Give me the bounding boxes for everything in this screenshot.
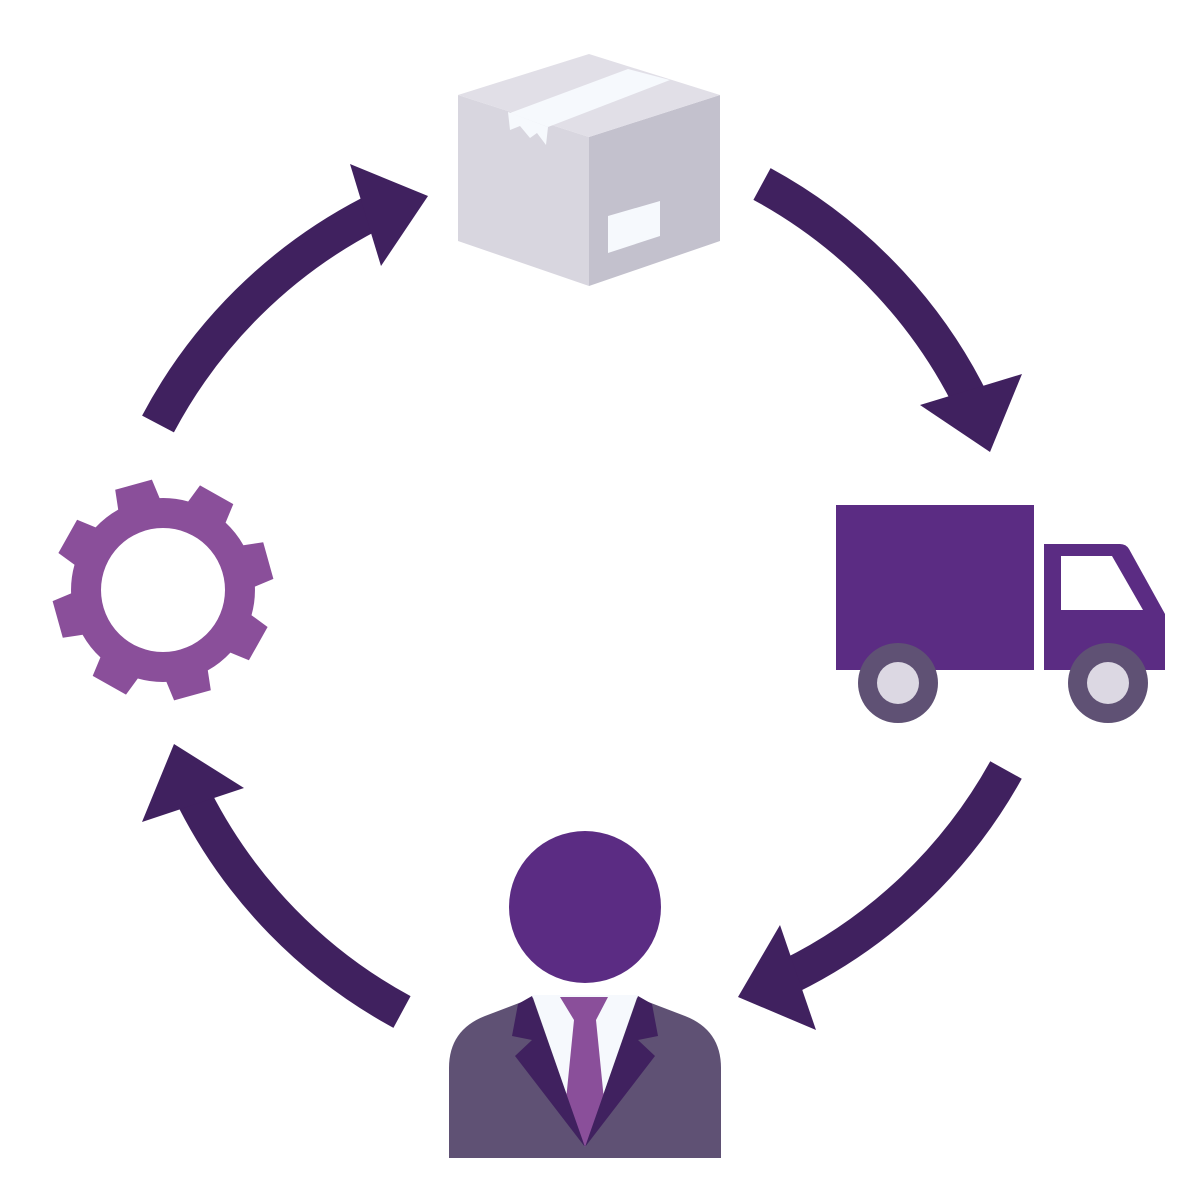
businessman-icon <box>449 831 721 1158</box>
arrow-head <box>142 744 244 822</box>
package-box-icon <box>458 54 720 286</box>
box-left-face <box>458 95 589 286</box>
person-lapel-right <box>585 996 658 1147</box>
truck-rear-hub <box>877 662 919 704</box>
gear-body <box>52 479 274 701</box>
arrow-head <box>350 164 428 266</box>
box-tape-torn <box>508 112 548 145</box>
arrow-processing-to-package <box>142 164 428 433</box>
person-head <box>509 831 661 983</box>
arrow-shaft <box>753 168 997 428</box>
delivery-truck-icon <box>836 505 1165 723</box>
arrow-shaft <box>178 791 411 1028</box>
arrow-head <box>920 374 1022 452</box>
truck-window <box>1061 556 1143 610</box>
arrow-delivery-to-customer <box>738 761 1022 1030</box>
arrow-shaft <box>142 198 379 433</box>
arrow-head <box>738 925 816 1030</box>
person-tie <box>560 997 608 1147</box>
gear-icon <box>52 479 274 701</box>
arrow-shaft <box>782 761 1022 993</box>
arrow-customer-to-processing <box>142 744 411 1028</box>
truck-front-hub <box>1087 662 1129 704</box>
box-label <box>608 201 660 253</box>
cycle-arrows <box>142 164 1022 1030</box>
box-tape-top <box>510 69 670 127</box>
person-lapel-left <box>512 996 585 1147</box>
truck-cargo <box>836 505 1034 670</box>
arrow-package-to-delivery <box>753 168 1022 452</box>
